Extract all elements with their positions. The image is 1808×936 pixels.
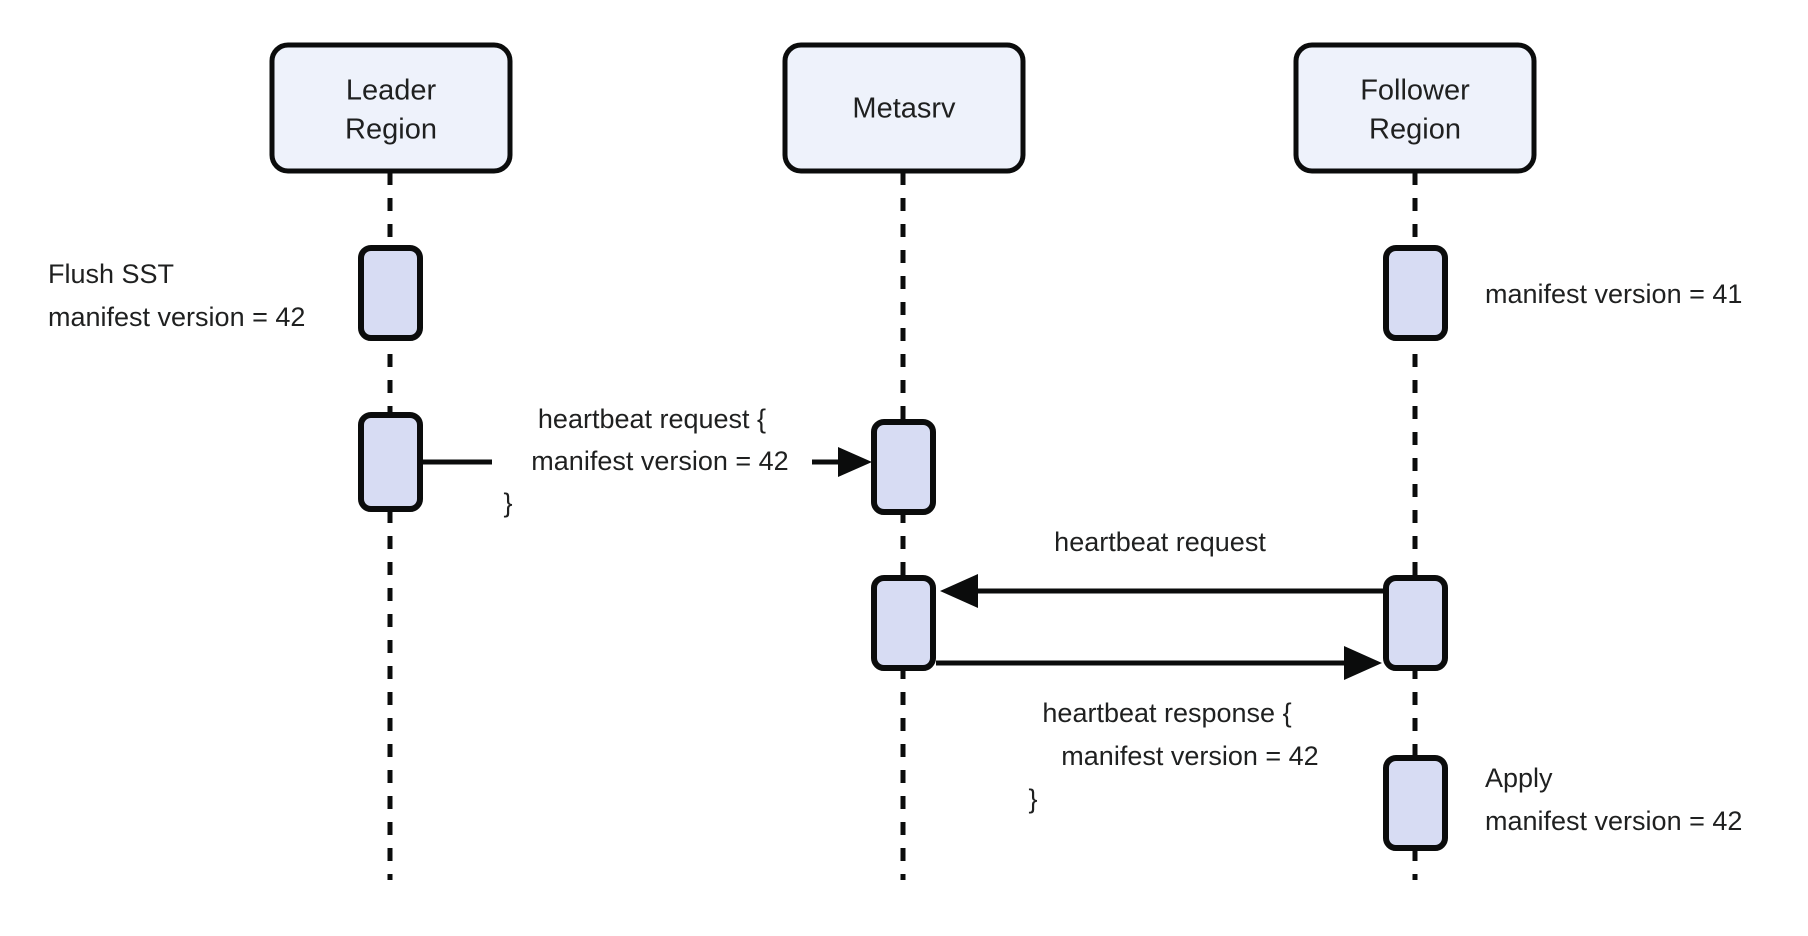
participant-label-leader-line1: Leader xyxy=(346,75,437,107)
activation-follower-apply[interactable] xyxy=(1383,755,1448,851)
note-flush-sst: Flush SST manifest version = 42 xyxy=(48,259,305,332)
arrowhead-metasrv-to-follower xyxy=(1344,646,1382,680)
note-apply-line2: manifest version = 42 xyxy=(1485,806,1742,836)
participant-label-follower-line1: Follower xyxy=(1360,75,1470,107)
message-label-follower-to-metasrv: heartbeat request xyxy=(1054,527,1266,557)
participant-box-follower[interactable] xyxy=(1293,42,1537,174)
activation-follower-heartbeat[interactable] xyxy=(1383,575,1448,671)
activation-leader-flush[interactable] xyxy=(358,245,423,341)
arrowhead-follower-to-metasrv xyxy=(940,574,978,608)
participant-label-metasrv-line1: Metasrv xyxy=(852,93,956,125)
message-label-leader-to-metasrv-line3: } xyxy=(503,488,512,518)
message-follower-to-metasrv[interactable]: heartbeat request xyxy=(940,527,1384,608)
message-label-metasrv-to-follower-line2: manifest version = 42 xyxy=(1061,741,1318,771)
participant-follower[interactable]: Follower Region xyxy=(1293,42,1537,174)
message-label-backdrop-2 xyxy=(492,442,812,490)
message-label-metasrv-to-follower-line1: heartbeat response { xyxy=(1042,698,1291,728)
participant-leader[interactable]: Leader Region xyxy=(269,42,513,174)
participant-box-metasrv[interactable] xyxy=(782,42,1026,174)
activation-follower-initial[interactable] xyxy=(1383,245,1448,341)
participant-metasrv[interactable]: Metasrv xyxy=(782,42,1026,174)
activation-metasrv-follower-heartbeat[interactable] xyxy=(871,575,936,671)
message-metasrv-to-follower[interactable]: heartbeat response { manifest version = … xyxy=(936,646,1382,814)
activation-leader-heartbeat[interactable] xyxy=(358,412,423,512)
arrowhead-leader-to-metasrv xyxy=(838,447,872,477)
message-label-metasrv-to-follower-line3: } xyxy=(1028,784,1037,814)
activation-metasrv-leader-heartbeat[interactable] xyxy=(871,419,936,515)
activation-boxes xyxy=(358,245,1448,851)
participant-box-leader[interactable] xyxy=(269,42,513,174)
note-apply: Apply manifest version = 42 xyxy=(1485,763,1742,836)
lifelines xyxy=(387,172,1418,880)
message-label-leader-to-metasrv-line1: heartbeat request { xyxy=(538,404,766,434)
participant-label-leader-line2: Region xyxy=(345,114,437,146)
note-apply-line1: Apply xyxy=(1485,763,1553,793)
participant-label-follower-line2: Region xyxy=(1369,114,1461,146)
note-follower-version-line1: manifest version = 41 xyxy=(1485,279,1742,309)
note-follower-version: manifest version = 41 xyxy=(1485,279,1742,309)
note-flush-sst-line1: Flush SST xyxy=(48,259,174,289)
message-label-leader-to-metasrv-line2: manifest version = 42 xyxy=(531,446,788,476)
note-flush-sst-line2: manifest version = 42 xyxy=(48,302,305,332)
message-leader-to-metasrv[interactable]: heartbeat request { manifest version = 4… xyxy=(422,404,872,518)
